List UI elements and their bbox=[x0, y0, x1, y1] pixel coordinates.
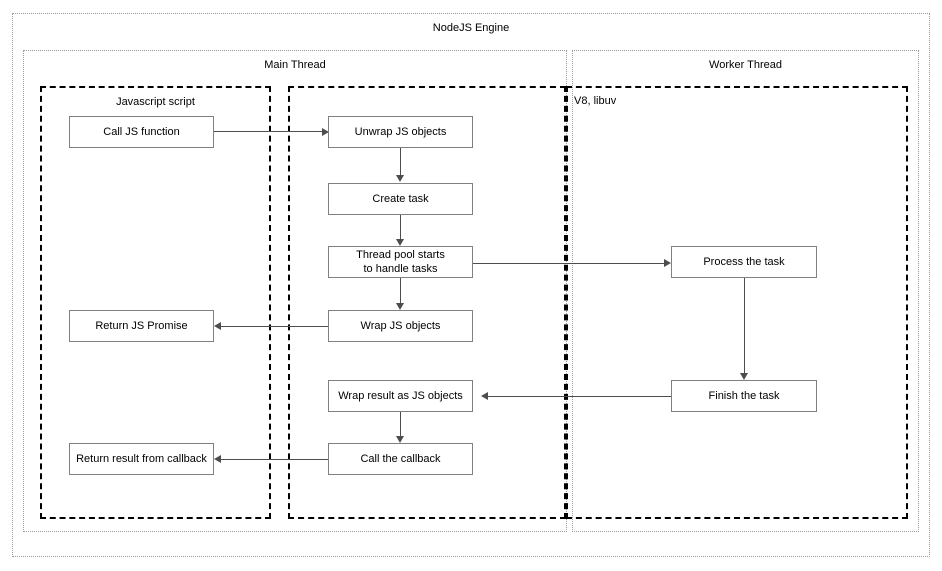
edge-arrowhead-thread-pool bbox=[396, 239, 404, 246]
node-unwrap-js-objects[interactable]: Unwrap JS objects bbox=[328, 116, 473, 148]
node-call-the-callback-label: Call the callback bbox=[360, 453, 441, 465]
edge-arrowhead-wrap-js-objects bbox=[396, 303, 404, 310]
container-worker-thread: Worker Thread bbox=[572, 50, 919, 532]
node-finish-the-task[interactable]: Finish the task bbox=[671, 380, 817, 412]
node-wrap-js-objects-label: Wrap JS objects bbox=[360, 320, 441, 332]
node-create-task-label: Create task bbox=[372, 193, 429, 205]
container-worker-thread-label: Worker Thread bbox=[709, 59, 782, 71]
edge-wrap-result-to-call-callback bbox=[400, 412, 401, 439]
node-return-js-promise-label: Return JS Promise bbox=[95, 320, 188, 332]
node-wrap-result-as-js-objects[interactable]: Wrap result as JS objects bbox=[328, 380, 473, 412]
container-javascript-script: Javascript script bbox=[40, 86, 271, 519]
edge-arrowhead-finish-task bbox=[740, 373, 748, 380]
node-thread-pool-starts-label: Thread pool starts to handle tasks bbox=[356, 249, 445, 275]
edge-arrowhead-create-task bbox=[396, 175, 404, 182]
edge-thread-pool-to-wrap-js-objects bbox=[400, 278, 401, 306]
edge-arrowhead-return-result bbox=[214, 455, 221, 463]
node-wrap-result-as-js-objects-label: Wrap result as JS objects bbox=[338, 390, 463, 402]
edge-wrap-js-objects-to-return-promise bbox=[221, 326, 328, 327]
container-nodejs-engine-label: NodeJS Engine bbox=[432, 22, 510, 34]
edge-create-task-to-thread-pool bbox=[400, 215, 401, 243]
node-return-js-promise[interactable]: Return JS Promise bbox=[69, 310, 214, 342]
edge-arrowhead-unwrap bbox=[322, 128, 329, 136]
node-unwrap-js-objects-label: Unwrap JS objects bbox=[354, 126, 447, 138]
edge-arrowhead-process-task bbox=[664, 259, 671, 267]
edge-arrowhead-return-promise bbox=[214, 322, 221, 330]
node-call-js-function[interactable]: Call JS function bbox=[69, 116, 214, 148]
node-return-result-from-callback-label: Return result from callback bbox=[76, 453, 207, 465]
edge-arrowhead-call-callback bbox=[396, 436, 404, 443]
edge-process-task-to-finish-task bbox=[744, 278, 745, 376]
container-native-addon bbox=[288, 86, 566, 519]
container-javascript-script-label: Javascript script bbox=[116, 96, 195, 108]
node-return-result-from-callback[interactable]: Return result from callback bbox=[69, 443, 214, 475]
container-main-thread-label: Main Thread bbox=[264, 59, 326, 71]
node-call-js-function-label: Call JS function bbox=[103, 126, 180, 138]
node-finish-the-task-label: Finish the task bbox=[708, 390, 780, 402]
edge-finish-task-to-wrap-result bbox=[488, 396, 671, 397]
node-process-the-task[interactable]: Process the task bbox=[671, 246, 817, 278]
edge-call-callback-to-return-result bbox=[221, 459, 328, 460]
edge-thread-pool-to-process-task bbox=[473, 263, 665, 264]
edge-unwrap-to-create-task bbox=[400, 148, 401, 176]
container-nodejs-engine: NodeJS Engine bbox=[12, 13, 930, 557]
container-v8-libuv-label: V8, libuv bbox=[574, 95, 617, 107]
container-v8-libuv: V8, libuv bbox=[566, 86, 908, 519]
node-wrap-js-objects[interactable]: Wrap JS objects bbox=[328, 310, 473, 342]
node-process-the-task-label: Process the task bbox=[703, 256, 785, 268]
node-call-the-callback[interactable]: Call the callback bbox=[328, 443, 473, 475]
edge-call-js-function-to-unwrap bbox=[213, 131, 324, 132]
node-create-task[interactable]: Create task bbox=[328, 183, 473, 215]
node-thread-pool-starts[interactable]: Thread pool starts to handle tasks bbox=[328, 246, 473, 278]
edge-arrowhead-wrap-result bbox=[481, 392, 488, 400]
